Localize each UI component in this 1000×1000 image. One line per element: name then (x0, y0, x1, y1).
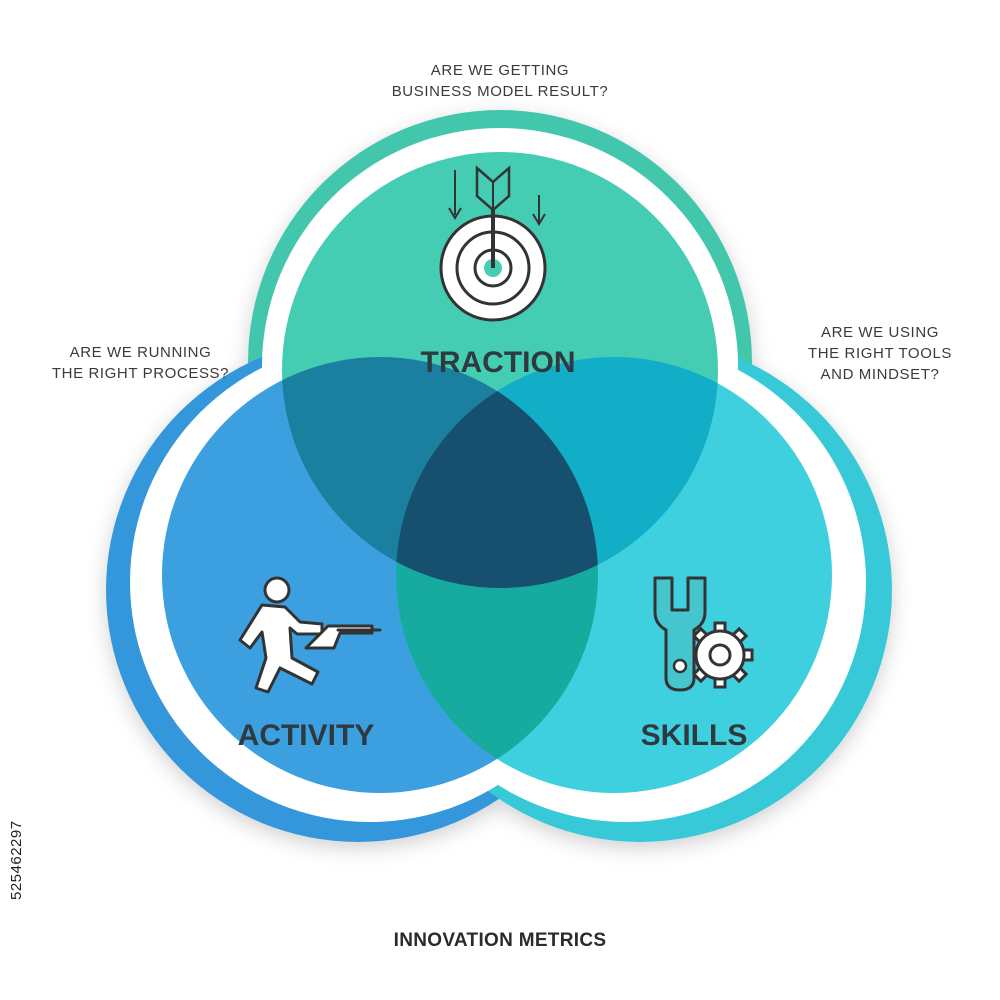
question-skills-line-1: ARE WE USING (820, 324, 940, 341)
stock-id: 525462297 (8, 820, 25, 900)
question-skills-line-3: AND MINDSET? (820, 366, 940, 383)
running-person-icon (238, 576, 382, 694)
target-arrow-icon (439, 165, 547, 322)
question-activity-line-2: THE RIGHT PROCESS? (51, 365, 230, 382)
diagram-title: INNOVATION METRICS (393, 930, 607, 951)
wrench-gear-icon (653, 576, 754, 692)
label-skills: SKILLS (641, 719, 748, 752)
question-traction: ARE WE GETTING BUSINESS MODEL RESULT? (360, 60, 640, 102)
overlap-center (396, 357, 598, 588)
label-activity: ACTIVITY (238, 719, 375, 752)
question-traction-line-2: BUSINESS MODEL RESULT? (391, 83, 609, 100)
label-traction: TRACTION (421, 346, 576, 379)
question-activity: ARE WE RUNNING THE RIGHT PROCESS? (28, 342, 253, 384)
question-traction-line-1: ARE WE GETTING (430, 62, 570, 79)
question-skills-line-2: THE RIGHT TOOLS (807, 345, 953, 362)
question-skills: ARE WE USING THE RIGHT TOOLS AND MINDSET… (780, 322, 980, 385)
question-activity-line-1: ARE WE RUNNING (69, 344, 212, 361)
